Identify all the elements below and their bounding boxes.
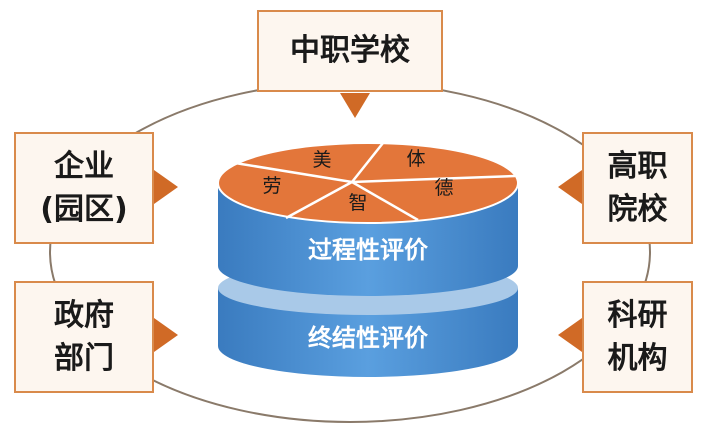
government-label-line2: 部门 bbox=[54, 341, 114, 376]
higher-vocational-box: 高职 院校 bbox=[582, 132, 693, 244]
pie-label-lao: 劳 bbox=[262, 175, 281, 197]
enterprise-box: 企业 (园区) bbox=[14, 132, 154, 244]
government-label-line1: 政府 bbox=[54, 297, 114, 333]
upper-layer-label: 过程性评价 bbox=[308, 236, 429, 264]
research-institute-label-line2: 机构 bbox=[607, 341, 668, 376]
lower-layer-label: 终结性评价 bbox=[308, 324, 429, 352]
pie-label-de: 德 bbox=[434, 177, 453, 199]
government-box: 政府 部门 bbox=[14, 281, 154, 393]
pie-divider bbox=[285, 180, 353, 220]
pie-divider bbox=[228, 160, 353, 184]
enterprise-label-line2: (园区) bbox=[40, 192, 128, 227]
higher-vocational-label-line2: 院校 bbox=[607, 192, 668, 227]
pie-top bbox=[217, 142, 519, 224]
arrow-right-highvoc bbox=[558, 170, 582, 204]
vocational-school-box: 中职学校 bbox=[257, 10, 443, 92]
vocational-school-label: 中职学校 bbox=[290, 33, 410, 69]
arrow-left-enterprise bbox=[154, 170, 178, 204]
pie-divider bbox=[351, 142, 384, 183]
arrow-top bbox=[340, 93, 370, 118]
pie-label-mei: 美 bbox=[312, 149, 331, 171]
pie-label-zhi: 智 bbox=[348, 192, 367, 214]
upper-cylinder: 美 体 德 智 劳 bbox=[217, 142, 519, 296]
arrow-left-government bbox=[154, 318, 178, 352]
research-institute-box: 科研 机构 bbox=[582, 281, 693, 393]
enterprise-label-line1: 企业 bbox=[54, 148, 114, 184]
pie-divider bbox=[351, 174, 516, 184]
pie-label-ti: 体 bbox=[406, 148, 425, 170]
research-institute-label-line1: 科研 bbox=[607, 297, 668, 333]
higher-vocational-label-line1: 高职 bbox=[607, 148, 668, 184]
pie-divider bbox=[351, 180, 419, 222]
arrow-right-research bbox=[558, 318, 582, 352]
